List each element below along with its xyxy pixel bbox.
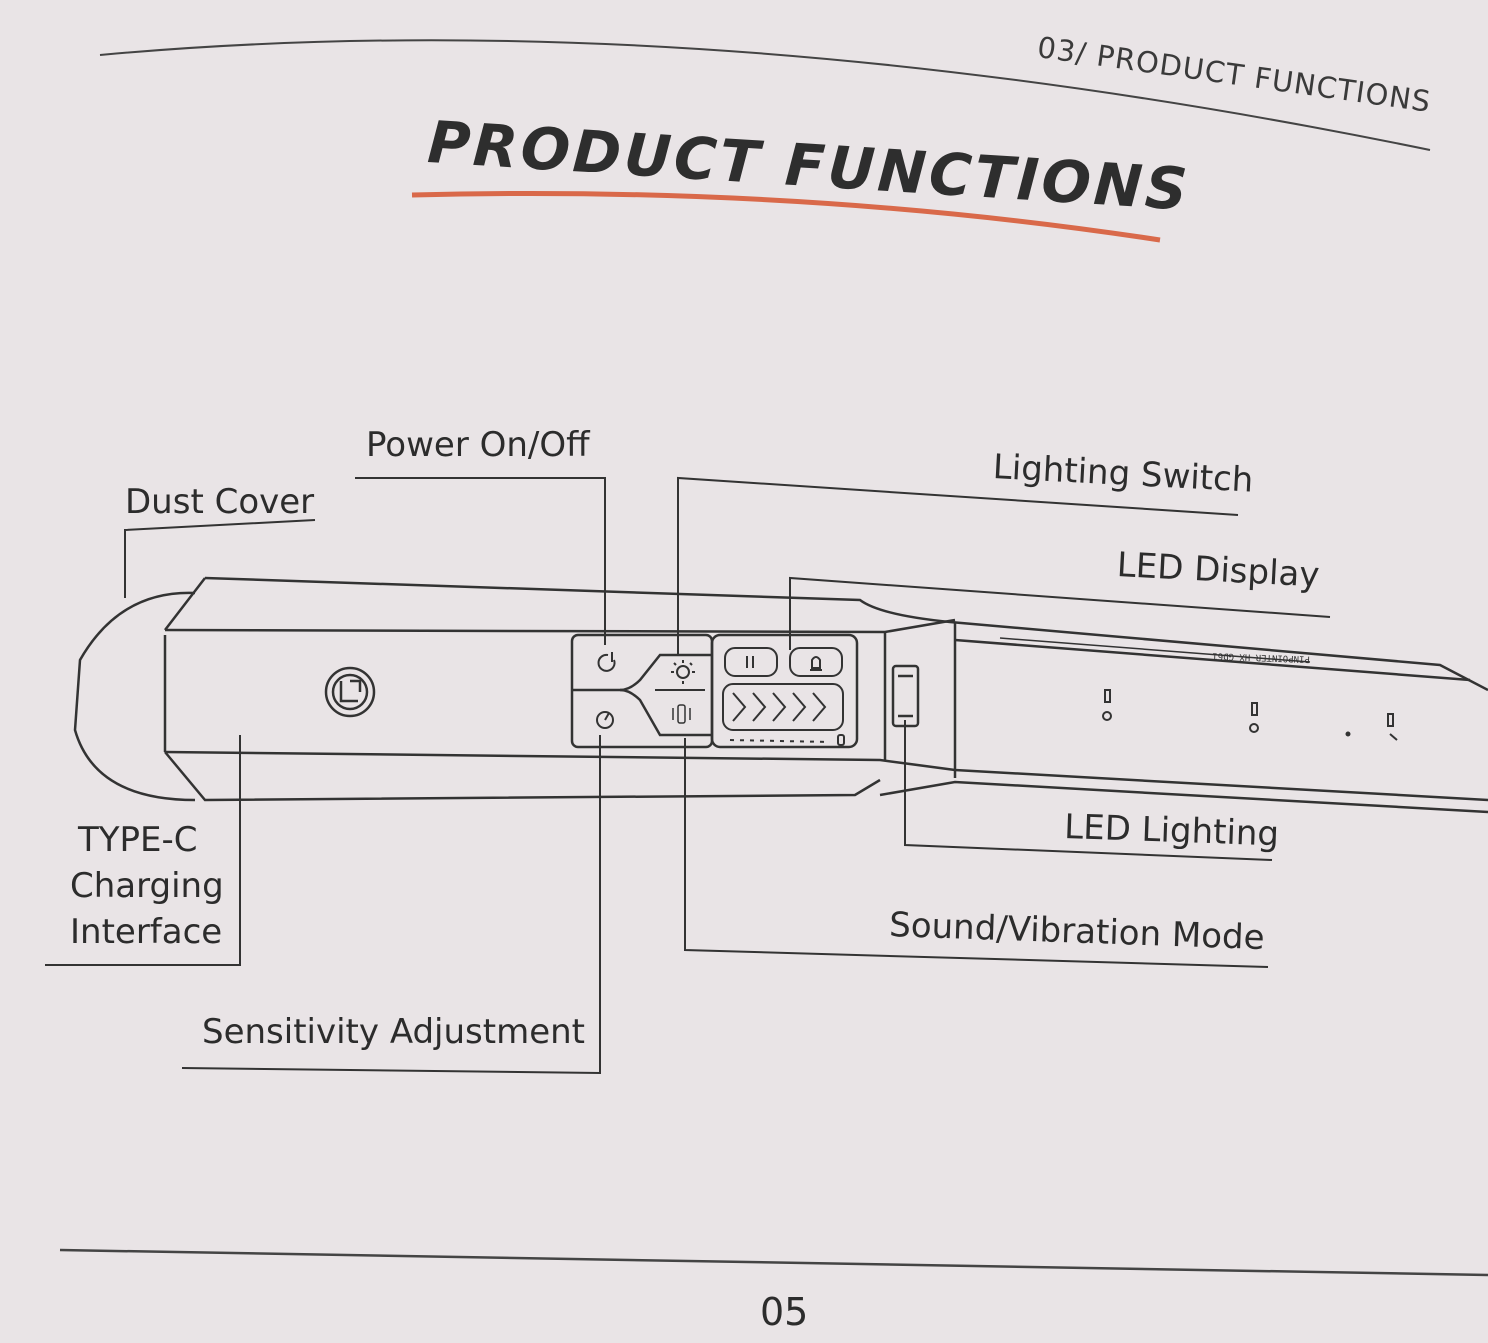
page-number: 05 [760, 1290, 809, 1334]
leader-lines [45, 476, 1331, 1075]
depth-marks [1102, 689, 1398, 741]
bell-indicator-icon [789, 647, 843, 677]
control-panel [570, 633, 859, 749]
signal-bar-display [722, 683, 844, 731]
led-display [722, 647, 845, 746]
dust-cover-shape [73, 591, 196, 802]
device-outline [73, 576, 1488, 814]
sound-vibration-icon[interactable] [672, 704, 691, 724]
leader-led-lighting [904, 720, 1273, 861]
callout-dust-cover: Dust Cover [125, 482, 315, 522]
light-bulb-icon[interactable] [671, 660, 695, 684]
callout-charging: Charging [70, 866, 224, 906]
callout-interface: Interface [70, 912, 223, 952]
leader-lighting-switch [677, 476, 1239, 655]
vibration-indicator-icon [724, 647, 778, 677]
led-lighting-window [891, 664, 920, 728]
leader-sound-vibration [684, 738, 1269, 968]
callout-power: Power On/Off [366, 425, 590, 465]
brand-logo-icon [324, 666, 376, 718]
sensitivity-icon[interactable] [596, 711, 614, 729]
leader-led-display [789, 576, 1331, 650]
leader-sensitivity [181, 735, 601, 1075]
callout-type-c: TYPE-C [78, 820, 198, 860]
title-underline [411, 190, 1161, 243]
leader-type-c [45, 735, 241, 966]
model-label: PINPOINTER HX-GD61 [1212, 650, 1310, 663]
top-rule [99, 39, 1431, 151]
power-icon[interactable] [597, 652, 616, 672]
callout-led-lighting: LED Lighting [1063, 807, 1280, 855]
bottom-rule [59, 1248, 1488, 1277]
callout-sensitivity: Sensitivity Adjustment [202, 1012, 586, 1052]
leader-power [355, 477, 606, 645]
leader-dust-cover [124, 519, 316, 598]
